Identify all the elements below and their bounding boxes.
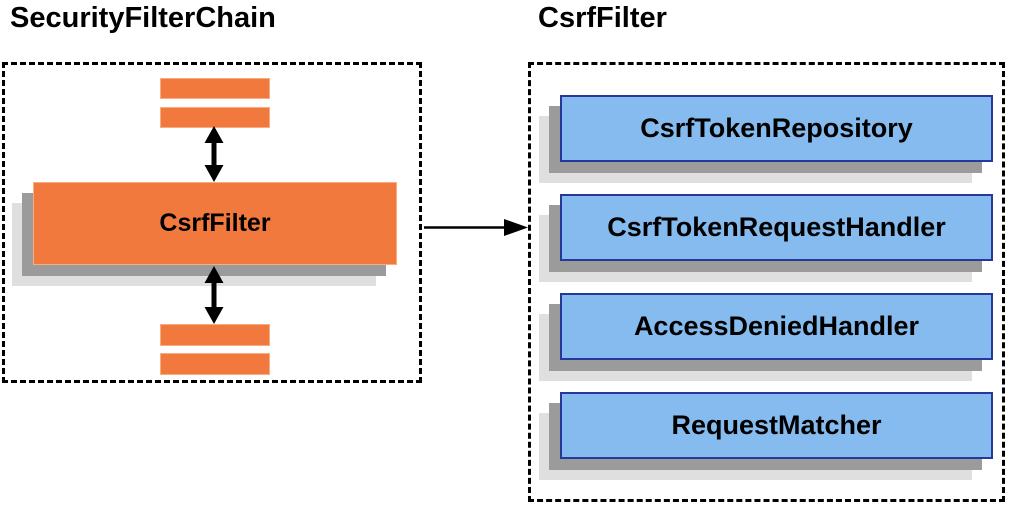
csrf-filter-box-label: CsrfFilter: [159, 209, 271, 237]
flow-arrow-icon: [424, 219, 528, 236]
filter-bar: [160, 78, 270, 99]
component-box-csrf-token-repository: CsrfTokenRepository: [560, 95, 993, 162]
right-panel-title: CsrfFilter: [538, 2, 667, 34]
component-label: AccessDeniedHandler: [633, 311, 920, 341]
up-down-arrow-icon: [204, 266, 224, 324]
filter-bar: [160, 353, 270, 375]
security-filter-chain-panel: [2, 62, 422, 383]
component-box-request-matcher: RequestMatcher: [560, 392, 993, 459]
component-label: CsrfTokenRepository: [640, 113, 913, 143]
filter-bar: [160, 324, 270, 346]
filter-bar: [160, 107, 270, 128]
component-label: RequestMatcher: [671, 410, 882, 440]
up-down-arrow-icon: [204, 126, 224, 182]
csrf-filter-components-panel: [528, 62, 1005, 502]
component-box-access-denied-handler: AccessDeniedHandler: [560, 293, 993, 360]
left-panel-title: SecurityFilterChain: [10, 2, 276, 34]
csrf-filter-box: CsrfFilter: [33, 182, 397, 265]
component-box-csrf-token-request-handler: CsrfTokenRequestHandler: [560, 194, 993, 261]
component-label: CsrfTokenRequestHandler: [607, 212, 946, 242]
